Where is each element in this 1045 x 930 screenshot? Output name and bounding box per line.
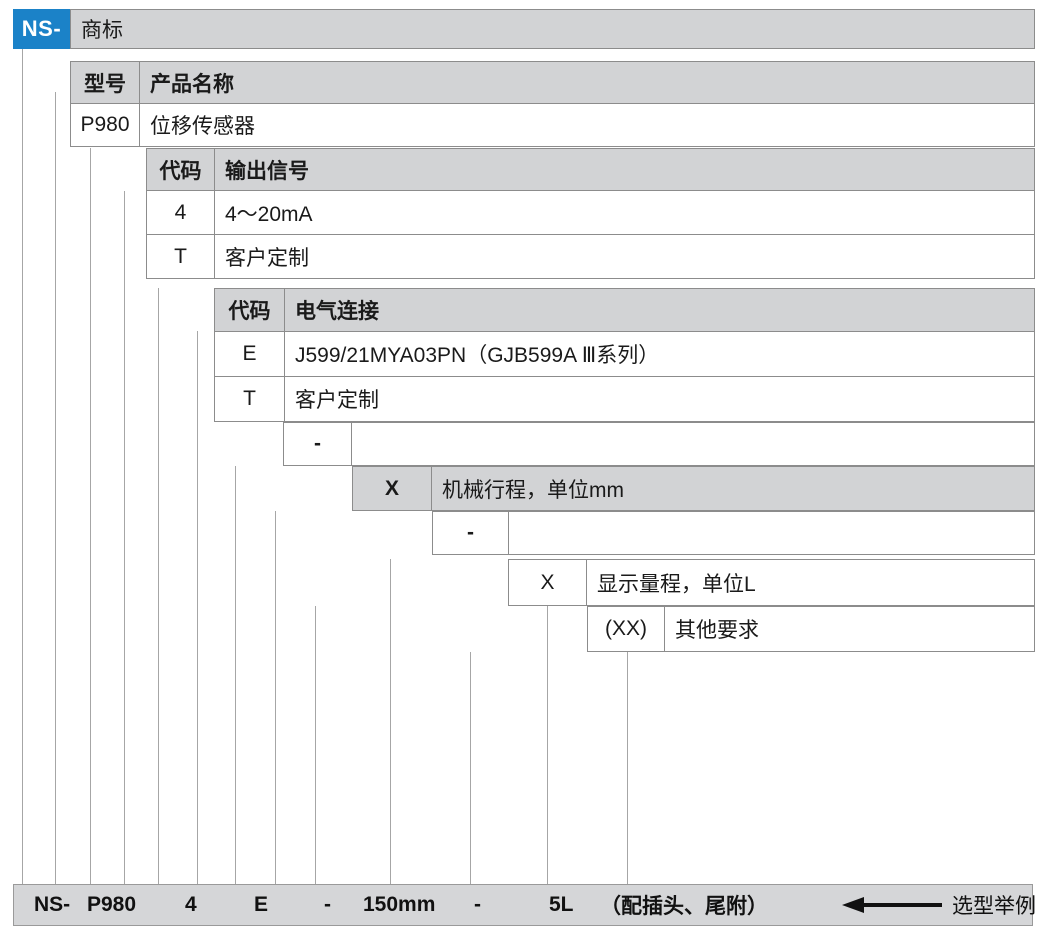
example-token-dash-two: -	[474, 893, 481, 916]
connector-line-1	[22, 49, 23, 885]
example-token-output: 4	[185, 893, 197, 916]
row-separator-one: -	[283, 422, 1035, 466]
level-separator-one: -	[283, 422, 1035, 466]
row-electrical-e: E J599/21MYA03PN（GJB599A Ⅲ系列）	[214, 332, 1035, 377]
level-other-requirements: (XX) 其他要求	[587, 606, 1035, 652]
example-token-dash-one: -	[324, 893, 331, 916]
mechanical-stroke-desc: 机械行程，单位mm	[442, 478, 624, 502]
brand-badge: NS-	[13, 9, 70, 49]
example-legend-label: 选型举例	[952, 895, 1036, 918]
connector-line-4	[124, 191, 125, 885]
model-code: P980	[71, 104, 140, 146]
row-electrical-t: T 客户定制	[214, 377, 1035, 422]
connector-line-9	[315, 606, 316, 885]
row-mechanical-stroke: X 机械行程，单位mm	[352, 466, 1035, 511]
row-output-4-20ma: 4 4～20mA	[146, 191, 1035, 235]
electrical-desc-e: J599/21MYA03PN（GJB599A Ⅲ系列）	[295, 344, 660, 367]
display-range-code: X	[509, 560, 587, 605]
row-display-range: X 显示量程，单位L	[508, 559, 1035, 606]
level-mechanical-stroke: X 机械行程，单位mm	[352, 466, 1035, 511]
output-header-desc: 输出信号	[225, 159, 309, 183]
connector-line-6	[197, 331, 198, 885]
other-requirements-desc: 其他要求	[675, 619, 759, 642]
row-output-header: 代码 输出信号	[146, 148, 1035, 191]
example-token-stroke: 150mm	[363, 893, 436, 916]
connector-line-12	[547, 606, 548, 885]
separator-two-desc	[509, 512, 1034, 554]
row-electrical-header: 代码 电气连接	[214, 288, 1035, 332]
level-separator-two: -	[432, 511, 1035, 555]
example-token-range: 5L	[549, 893, 574, 916]
example-token-model: P980	[87, 893, 137, 916]
example-bar: NS- P980 4 E - 150mm - 5L （配插头、尾附） 选型举例	[13, 884, 1036, 926]
display-range-desc: 显示量程，单位L	[597, 572, 756, 596]
model-header-code: 型号	[71, 62, 140, 103]
left-arrow-icon	[842, 896, 942, 914]
other-requirements-code: (XX)	[588, 607, 665, 651]
connector-line-5	[158, 288, 159, 885]
level-output-signal: 代码 输出信号 4 4～20mA T 客户定制	[146, 148, 1035, 279]
output-header-code: 代码	[147, 149, 215, 190]
separator-two-code: -	[433, 512, 509, 554]
example-token-other: （配插头、尾附）	[600, 895, 768, 918]
separator-one-code: -	[284, 423, 352, 465]
level-brand: 商标	[70, 9, 1035, 49]
connector-line-2	[55, 92, 56, 885]
connector-line-11	[470, 652, 471, 885]
row-output-custom: T 客户定制	[146, 235, 1035, 279]
electrical-header-desc: 电气连接	[295, 300, 379, 323]
row-separator-two: -	[432, 511, 1035, 555]
level-electrical-connection: 代码 电气连接 E J599/21MYA03PN（GJB599A Ⅲ系列） T …	[214, 288, 1035, 422]
brand-header-label: 商标	[81, 19, 123, 42]
example-token-electrical: E	[254, 893, 269, 916]
mechanical-stroke-code: X	[353, 467, 432, 510]
row-model-header: 型号 产品名称	[70, 61, 1035, 104]
electrical-header-code: 代码	[215, 289, 285, 331]
example-token-brand: NS-	[34, 893, 71, 916]
row-model-p980: P980 位移传感器	[70, 104, 1035, 147]
level-model: 型号 产品名称 P980 位移传感器	[70, 61, 1035, 147]
output-code-t: T	[147, 235, 215, 278]
model-desc: 位移传感器	[150, 115, 255, 138]
row-other-requirements: (XX) 其他要求	[587, 606, 1035, 652]
output-desc-t: 客户定制	[225, 246, 309, 270]
row-brand-header: 商标	[70, 9, 1035, 49]
output-code-4: 4	[147, 191, 215, 234]
electrical-code-e: E	[215, 332, 285, 376]
connector-line-13	[627, 652, 628, 885]
connector-line-7	[235, 466, 236, 885]
connector-line-10	[390, 559, 391, 885]
electrical-code-t: T	[215, 377, 285, 421]
connector-line-8	[275, 511, 276, 885]
output-desc-4: 4～20mA	[225, 202, 313, 226]
level-display-range: X 显示量程，单位L	[508, 559, 1035, 606]
electrical-desc-t: 客户定制	[295, 389, 379, 412]
model-header-desc: 产品名称	[150, 72, 234, 96]
separator-one-desc	[352, 423, 1034, 465]
connector-line-3	[90, 148, 91, 885]
